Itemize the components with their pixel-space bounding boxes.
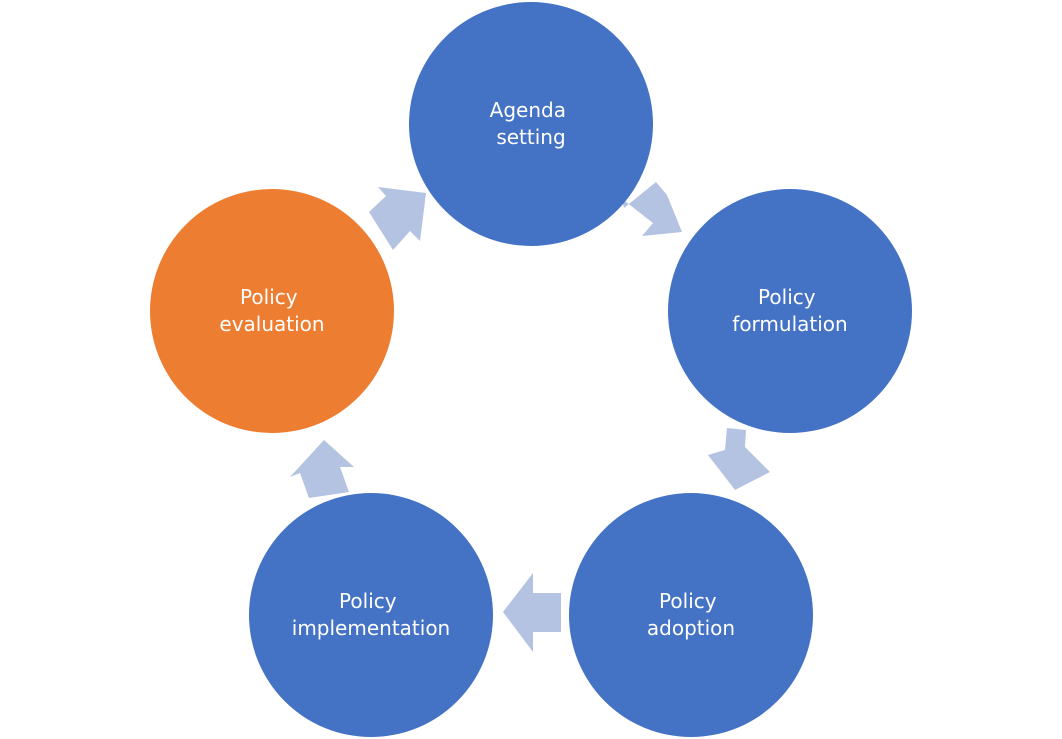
- stage-label-line: Policy: [758, 285, 816, 309]
- stage-circle-policy-formulation: [668, 189, 912, 433]
- stage-label-line: setting: [496, 125, 565, 149]
- stage-label-line: Policy: [339, 589, 397, 613]
- arrow-adoption-to-implementation: [503, 573, 561, 652]
- stage-label-line: Policy: [240, 285, 298, 309]
- stage-label-policy-evaluation: Policy evaluation: [219, 285, 324, 336]
- stage-label-line: Agenda: [490, 98, 566, 122]
- stage-circle-policy-evaluation: [150, 189, 394, 433]
- stage-label-policy-implementation: Policy implementation: [292, 589, 450, 640]
- stage-label-agenda-setting: Agenda setting: [490, 98, 573, 149]
- arrow-setting-to-formulation: [621, 182, 682, 236]
- stage-circles: [150, 2, 912, 737]
- arrow-implementation-to-evaluation: [290, 440, 354, 498]
- stage-label-policy-adoption: Policy adoption: [647, 589, 735, 640]
- stage-label-line: formulation: [732, 312, 847, 336]
- cycle-arrows: [290, 182, 770, 652]
- stage-circle-policy-adoption: [569, 493, 813, 737]
- stage-labels: Agenda setting Policy formulation Policy…: [219, 98, 847, 640]
- arrow-formulation-to-adoption: [708, 428, 770, 490]
- stage-label-policy-formulation: Policy formulation: [732, 285, 847, 336]
- stage-circle-policy-implementation: [249, 493, 493, 737]
- stage-circle-agenda-setting: [409, 2, 653, 246]
- stage-label-line: evaluation: [219, 312, 324, 336]
- stage-label-line: Policy: [659, 589, 717, 613]
- stage-label-line: adoption: [647, 616, 735, 640]
- arrow-evaluation-to-setting: [369, 187, 426, 250]
- stage-label-line: implementation: [292, 616, 450, 640]
